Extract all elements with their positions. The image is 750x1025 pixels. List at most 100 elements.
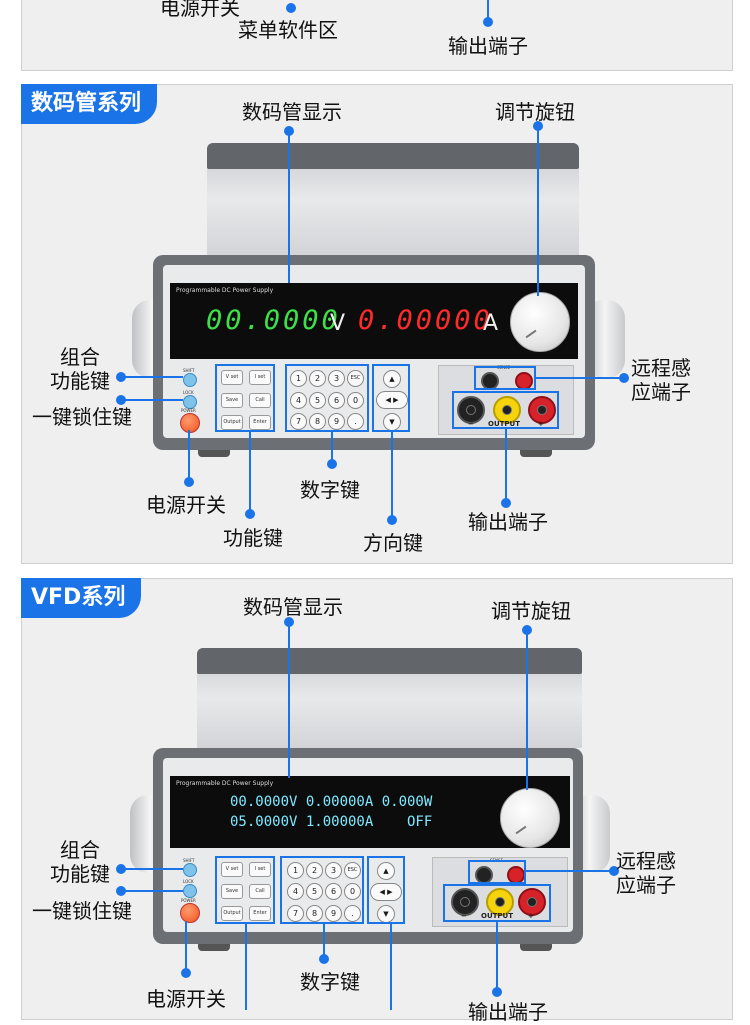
- vfd-arrow-up[interactable]: ▲: [377, 862, 395, 880]
- digital-current-reading: 0.00000: [358, 305, 493, 336]
- digital-display: Programmable DC Power Supply 00.0000 V 0…: [170, 283, 578, 359]
- vfd-shift-button[interactable]: [183, 863, 197, 877]
- digital-brand-text: Programmable DC Power Supply: [176, 287, 274, 294]
- digital-num-5[interactable]: 5: [309, 392, 326, 409]
- vfd-key-enter[interactable]: Enter: [249, 906, 271, 921]
- digital-shift-button[interactable]: [183, 373, 197, 387]
- digital-num-3[interactable]: 3: [328, 370, 345, 387]
- vfd-box-output-terminals: [443, 884, 551, 922]
- vfd-num-0[interactable]: 0: [344, 883, 361, 900]
- digital-key-save[interactable]: Save: [221, 393, 243, 408]
- vfd-arrow-left-right[interactable]: ◀ ▶: [370, 883, 402, 901]
- digital-minus-label: −: [468, 420, 474, 428]
- digital-key-enter[interactable]: Enter: [249, 415, 271, 430]
- vfd-key-iset[interactable]: I set: [249, 862, 271, 877]
- vfd-line-function-keys: [245, 924, 247, 1010]
- vfd-power-label: POWER: [181, 898, 196, 903]
- vfd-num-3[interactable]: 3: [325, 862, 342, 879]
- digital-label-display: 数码管显示: [242, 100, 342, 124]
- digital-num-0[interactable]: 0: [347, 392, 364, 409]
- digital-foot-left: [198, 450, 230, 457]
- digital-num-esc[interactable]: ESC: [347, 370, 364, 387]
- digital-label-combo-2: 功能键: [50, 369, 110, 393]
- vfd-output-plus-terminal[interactable]: [518, 888, 546, 916]
- vfd-adjust-knob[interactable]: [500, 788, 560, 848]
- vfd-power-button[interactable]: [180, 903, 200, 923]
- digital-num-6[interactable]: 6: [328, 392, 345, 409]
- top-panel: [21, 0, 733, 71]
- vfd-output-minus-terminal[interactable]: [451, 888, 479, 916]
- vfd-foot-left: [198, 944, 230, 951]
- digital-shift-label: SHIFT: [183, 368, 195, 373]
- vfd-num-9[interactable]: 9: [325, 905, 342, 922]
- digital-foot-right: [520, 450, 552, 457]
- digital-line-output: [505, 429, 507, 503]
- vfd-key-save[interactable]: Save: [221, 884, 243, 899]
- vfd-num-dot[interactable]: .: [344, 905, 361, 922]
- digital-num-4[interactable]: 4: [290, 392, 307, 409]
- digital-device-top-case: [207, 143, 579, 255]
- vfd-label-display: 数码管显示: [243, 595, 343, 619]
- digital-dot-power: [184, 477, 194, 487]
- vfd-line-display: [288, 622, 290, 778]
- vfd-num-1[interactable]: 1: [287, 862, 304, 879]
- vfd-num-esc[interactable]: ESC: [344, 862, 361, 879]
- digital-num-2[interactable]: 2: [309, 370, 326, 387]
- digital-line-function-keys: [249, 432, 251, 514]
- vfd-key-call[interactable]: Call: [249, 884, 271, 899]
- vfd-key-vset[interactable]: V set: [221, 862, 243, 877]
- digital-num-dot[interactable]: .: [347, 413, 364, 430]
- vfd-num-4[interactable]: 4: [287, 883, 304, 900]
- top-label-menu: 菜单软件区: [238, 18, 338, 42]
- digital-adjust-knob[interactable]: [510, 292, 570, 352]
- vfd-num-2[interactable]: 2: [306, 862, 323, 879]
- digital-num-7[interactable]: 7: [290, 413, 307, 430]
- vfd-brand-text: Programmable DC Power Supply: [176, 780, 274, 787]
- digital-key-iset[interactable]: I set: [249, 370, 271, 385]
- digital-key-call[interactable]: Call: [249, 393, 271, 408]
- vfd-dot-power: [181, 968, 191, 978]
- digital-output-plus-terminal[interactable]: [528, 396, 556, 424]
- digital-num-8[interactable]: 8: [309, 413, 326, 430]
- digital-power-button[interactable]: [180, 413, 200, 433]
- top-line-output: [487, 0, 489, 20]
- digital-box-sense-terminals: [474, 366, 536, 390]
- digital-num-9[interactable]: 9: [328, 413, 345, 430]
- vfd-line-sense: [526, 870, 614, 872]
- digital-key-output[interactable]: Output: [221, 415, 243, 430]
- vfd-line-2: 05.0000V 1.00000A OFF: [230, 814, 433, 830]
- vfd-series-tag: VFD系列: [21, 578, 142, 618]
- top-dot-output: [483, 17, 493, 27]
- vfd-box-function-keys: [215, 856, 275, 924]
- vfd-output-ground-terminal[interactable]: [486, 888, 514, 916]
- vfd-dot-sense: [609, 866, 619, 876]
- vfd-lock-button[interactable]: [183, 884, 197, 898]
- vfd-key-output[interactable]: Output: [221, 906, 243, 921]
- vfd-num-7[interactable]: 7: [287, 905, 304, 922]
- digital-lock-label: LOCK: [183, 390, 194, 395]
- digital-num-1[interactable]: 1: [290, 370, 307, 387]
- vfd-line-number-keys: [323, 924, 325, 959]
- vfd-num-6[interactable]: 6: [325, 883, 342, 900]
- digital-series-tag: 数码管系列: [21, 84, 158, 124]
- vfd-num-5[interactable]: 5: [306, 883, 323, 900]
- digital-lock-button[interactable]: [183, 395, 197, 409]
- digital-output-minus-terminal[interactable]: [457, 396, 485, 424]
- digital-arrow-left-right[interactable]: ◀ ▶: [376, 391, 408, 409]
- vfd-minus-label: −: [461, 912, 467, 920]
- vfd-line-direction-keys: [390, 924, 392, 1010]
- digital-label-output: 输出端子: [468, 510, 548, 534]
- vfd-num-8[interactable]: 8: [306, 905, 323, 922]
- digital-line-lock: [121, 399, 183, 401]
- vfd-box-number-keys: [280, 856, 364, 924]
- digital-label-function-keys: 功能键: [223, 526, 283, 550]
- digital-key-vset[interactable]: V set: [221, 370, 243, 385]
- digital-label-direction-keys: 方向键: [363, 531, 423, 555]
- digital-output-ground-terminal[interactable]: [493, 396, 521, 424]
- digital-arrow-up[interactable]: ▲: [383, 370, 401, 388]
- top-dot-power: [286, 3, 296, 13]
- vfd-line-combo: [121, 868, 183, 870]
- digital-box-function-keys: [215, 364, 275, 432]
- digital-line-direction-keys: [391, 432, 393, 520]
- digital-output-label: OUTPUT: [488, 420, 520, 428]
